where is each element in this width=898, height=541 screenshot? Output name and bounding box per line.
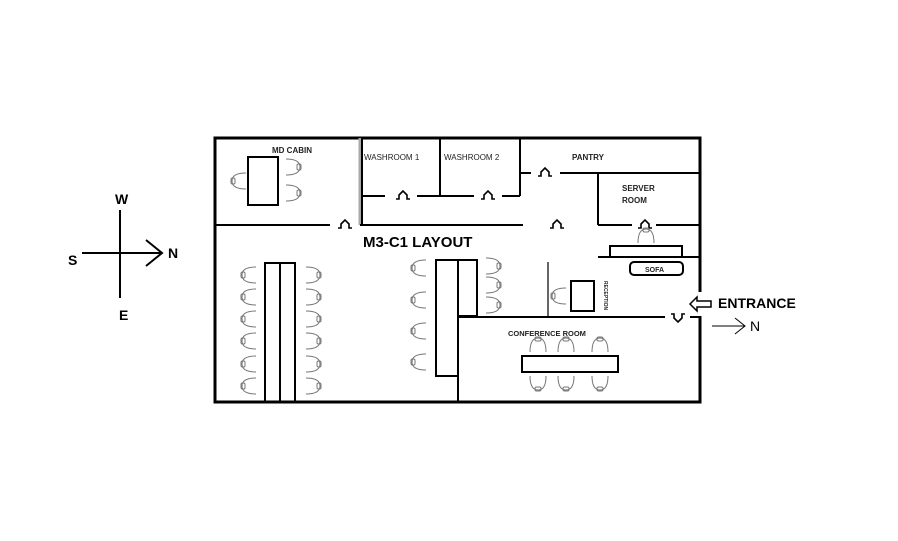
reception-desk	[570, 280, 595, 312]
chair-icon	[305, 332, 322, 350]
door-icon	[396, 189, 410, 200]
server-room-label: ROOM	[622, 196, 647, 205]
chair-icon	[550, 287, 567, 305]
entrance-arrow-icon	[688, 295, 712, 313]
chair-icon	[305, 266, 322, 284]
chair-icon	[240, 377, 257, 395]
chair-icon	[410, 291, 427, 309]
server-desk	[609, 245, 683, 258]
compass-west: W	[115, 191, 129, 207]
chair-icon	[305, 355, 322, 373]
workstation-desk	[457, 259, 478, 317]
md-cabin-label: MD CABIN	[272, 146, 312, 155]
door-icon	[338, 218, 352, 229]
chair-icon	[240, 288, 257, 306]
chair-icon	[485, 257, 502, 275]
chair-icon	[485, 276, 502, 294]
workstation-desk	[264, 262, 281, 403]
washroom2-label: WASHROOM 2	[444, 153, 500, 162]
entrance-label: ENTRANCE	[718, 295, 796, 311]
door-icon	[671, 313, 685, 324]
chair-icon	[410, 322, 427, 340]
pantry-label: PANTRY	[572, 153, 605, 162]
door-icon	[538, 166, 552, 177]
chair-icon	[305, 288, 322, 306]
compass-icon	[82, 210, 164, 298]
chair-icon	[591, 375, 609, 392]
chair-icon	[240, 355, 257, 373]
chair-icon	[529, 336, 547, 353]
workstation-desk	[279, 262, 296, 403]
compass-east: E	[119, 307, 128, 323]
conference-room-label: CONFERENCE ROOM	[508, 329, 586, 338]
chair-icon	[591, 336, 609, 353]
north-arrow-icon	[712, 317, 746, 335]
entrance-direction: N	[750, 318, 760, 334]
compass-north: N	[168, 245, 178, 261]
chair-icon	[285, 158, 302, 176]
chair-icon	[240, 310, 257, 328]
door-icon	[481, 189, 495, 200]
reception-label: RECEPTION	[602, 281, 608, 311]
chair-icon	[637, 227, 655, 244]
chair-icon	[240, 266, 257, 284]
washroom1-label: WASHROOM 1	[364, 153, 420, 162]
compass-south: S	[68, 252, 77, 268]
chair-icon	[410, 353, 427, 371]
chair-icon	[285, 184, 302, 202]
chair-icon	[305, 310, 322, 328]
chair-icon	[230, 172, 247, 190]
conference-table	[521, 355, 619, 373]
chair-icon	[485, 296, 502, 314]
chair-icon	[240, 332, 257, 350]
chair-icon	[410, 259, 427, 277]
chair-icon	[305, 377, 322, 395]
doors	[338, 166, 685, 324]
layout-title: M3-C1 LAYOUT	[363, 234, 472, 251]
sofa	[629, 261, 684, 276]
chair-icon	[529, 375, 547, 392]
sofa-label: SOFA	[645, 267, 664, 274]
door-icon	[550, 218, 564, 229]
chair-icon	[557, 375, 575, 392]
door-icon	[638, 218, 652, 229]
server-room-label: SERVER	[622, 184, 655, 193]
workstation-desk	[435, 259, 459, 377]
chair-icon	[557, 336, 575, 353]
md-desk	[247, 156, 279, 206]
chairs	[230, 158, 655, 395]
